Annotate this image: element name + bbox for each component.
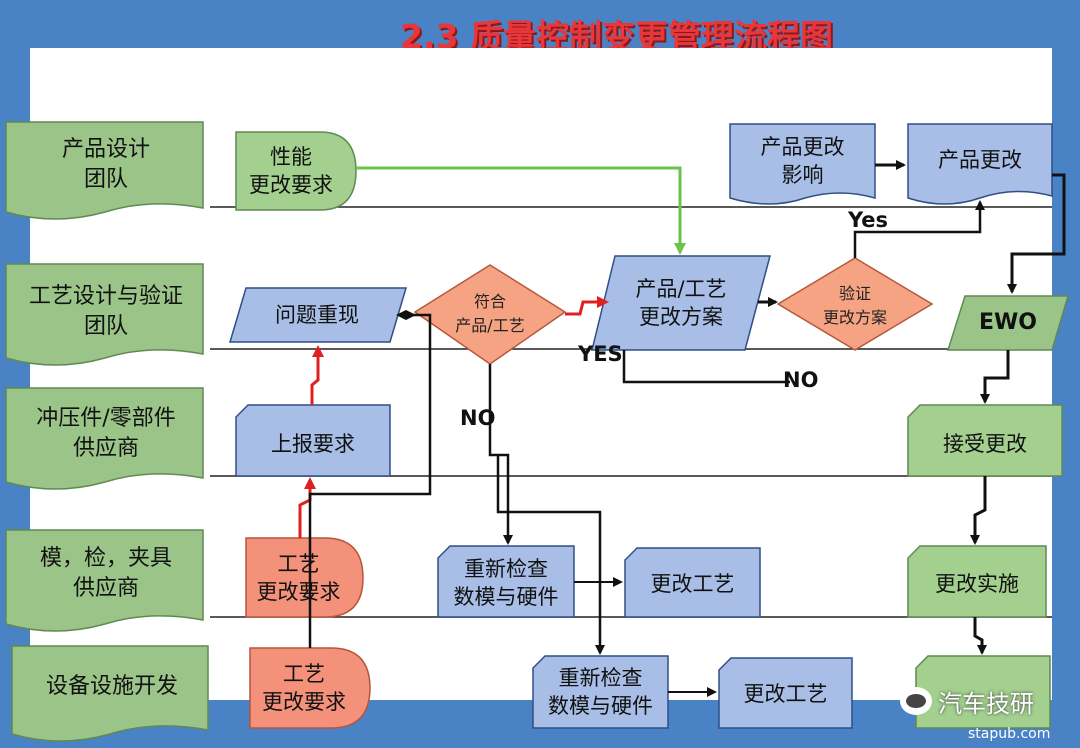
perf-request-label: 性能 更改要求 <box>249 145 333 197</box>
wechat-icon <box>900 687 932 715</box>
verify-plan-decision <box>776 257 934 351</box>
final-step-shape <box>915 655 1051 729</box>
lane-box-process-design <box>5 263 204 366</box>
yes-label-conform: YES <box>578 342 623 366</box>
problem-reproduce-label: 问题重现 <box>275 303 359 327</box>
lane-label-tooling-supplier: 模，检，夹具 供应商 <box>39 546 172 601</box>
conform-label: 符合 产品/工艺 <box>455 292 525 335</box>
ewo-label: EWO <box>979 310 1037 335</box>
recheck-1-label: 重新检查 数模与硬件 <box>453 557 559 609</box>
arrow-proc1-to-report <box>298 477 316 538</box>
arrow-verify-no-loop <box>622 350 790 384</box>
problem-reproduce-shape <box>228 287 408 343</box>
arrow-report-to-problem <box>310 345 324 405</box>
change-proc-2-shape <box>718 657 853 729</box>
perf-request-shape <box>235 131 357 211</box>
proc-request-1-shape <box>245 537 364 618</box>
verify-plan-label: 验证 更改方案 <box>822 284 887 327</box>
arrow-conform-no-down <box>488 364 513 545</box>
change-plan-label: 产品/工艺 更改方案 <box>635 277 727 329</box>
impact-label: 产品更改 影响 <box>760 135 845 187</box>
proc-request-2-label: 工艺 更改要求 <box>262 662 346 714</box>
lane-label-stamping-supplier: 冲压件/零部件 供应商 <box>36 406 176 461</box>
lane-box-equipment-dev <box>11 645 209 742</box>
product-change-shape <box>907 123 1053 205</box>
watermark-text: 汽车技研 <box>938 689 1034 718</box>
change-proc-1-shape <box>624 547 761 618</box>
change-proc-2-label: 更改工艺 <box>743 682 828 706</box>
implement-label: 更改实施 <box>935 572 1019 596</box>
arrow-conform-to-plan <box>565 296 609 316</box>
arrow-perf-to-plan <box>356 166 686 255</box>
proc-request-2-shape <box>249 647 371 729</box>
lane-box-stamping-supplier <box>5 387 204 490</box>
recheck-2-shape <box>532 655 669 729</box>
arrow-implement-to-final <box>973 617 987 655</box>
site-watermark: stapub.com <box>968 726 1051 742</box>
lane-label-process-design: 工艺设计与验证 团队 <box>28 284 183 339</box>
lane-label-equipment-dev: 设备设施开发 <box>45 674 178 699</box>
accept-change-label: 接受更改 <box>943 432 1027 456</box>
report-label: 上报要求 <box>271 432 355 456</box>
no-label-conform: NO <box>460 406 496 430</box>
arrow-accept-to-implement <box>970 476 987 545</box>
ewo-shape <box>946 295 1070 351</box>
product-change-label: 产品更改 <box>938 148 1022 172</box>
implement-shape <box>907 545 1047 618</box>
lane-box-tooling-supplier <box>5 529 204 632</box>
no-label-verify: NO <box>783 368 819 392</box>
arrow-change-to-ewo <box>1007 173 1066 294</box>
report-shape <box>235 404 391 477</box>
recheck-1-shape <box>437 545 575 618</box>
change-proc-1-label: 更改工艺 <box>650 572 735 596</box>
lane-box-product-design <box>5 121 204 220</box>
arrow-proc2-loop-to-problem <box>308 310 432 648</box>
proc-request-1-label: 工艺 更改要求 <box>256 552 341 604</box>
recheck-2-label: 重新检查 数模与硬件 <box>548 666 653 718</box>
lane-label-product-design: 产品设计 团队 <box>61 137 150 192</box>
arrow-ewo-to-accept <box>980 350 1010 404</box>
yes-label-verify: Yes <box>848 208 889 232</box>
change-plan-shape <box>591 255 771 351</box>
arrow-verify-yes <box>853 200 985 258</box>
watermark: 汽车技研 <box>900 684 1034 718</box>
impact-shape <box>729 123 876 205</box>
